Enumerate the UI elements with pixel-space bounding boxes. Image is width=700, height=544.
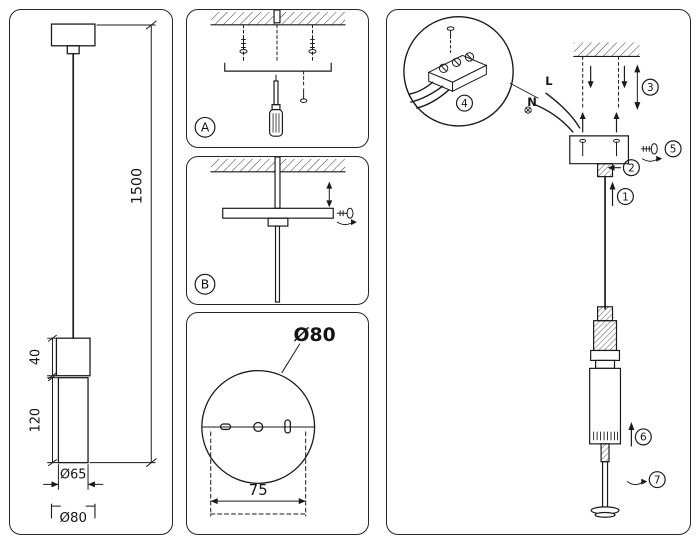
socket-ring (590, 349, 621, 362)
step-6-label: 6 (640, 432, 647, 444)
cable-grip (597, 163, 614, 178)
neck-ring (595, 359, 616, 369)
step-marker-1 (616, 187, 634, 206)
height-adjust-arrow (634, 64, 641, 111)
step-marker-5 (664, 140, 682, 158)
step-marker-7 (648, 471, 666, 489)
dimension-120 (47, 374, 59, 467)
supply-wires (535, 92, 581, 133)
step-a-badge (194, 116, 216, 138)
bulb-rotate-arrow (626, 478, 648, 486)
step-7-label: 7 (654, 474, 661, 486)
step-b-drawing: B (194, 157, 357, 303)
canopy-hub (267, 217, 289, 227)
dimension-d65 (43, 464, 104, 490)
pendant-dimension-drawing: 1500 40 120 Ø65 Ø80 (29, 20, 157, 526)
locking-screw-icon (640, 143, 663, 162)
cable-lock-arrow (607, 164, 622, 171)
step-a-label: A (201, 121, 210, 135)
step-b-badge (194, 273, 216, 295)
panel-step-b: B (186, 156, 369, 305)
wire-label-n: N (527, 95, 537, 109)
threaded-rod (274, 157, 281, 209)
leader-line (281, 343, 301, 374)
terminal-block-drawing (427, 26, 488, 92)
threaded-rod (273, 10, 281, 24)
assembly-sequence-drawing: N L 4 3 5 2 1 6 7 (403, 15, 682, 518)
shade-direction-arrow (628, 422, 635, 447)
mounting-screw-icon (308, 35, 317, 54)
step-marker-6 (634, 428, 652, 446)
socket-housing (593, 320, 618, 352)
slot-hole (284, 419, 292, 434)
mounting-screw-icon (239, 35, 248, 54)
dimension-40 (47, 334, 57, 380)
screwdriver-icon (269, 74, 284, 137)
dimension-d80 (50, 503, 96, 519)
top-section-height-label: 40 (29, 349, 44, 365)
wire-drawing (408, 81, 450, 109)
projection-lines (582, 55, 619, 111)
canopy-drawing (50, 23, 96, 47)
slot-hole (219, 423, 232, 431)
leader-line (509, 82, 539, 99)
hole-spacing-label: 75 (249, 482, 268, 499)
panel-canopy-top-view: Ø80 75 (186, 312, 369, 535)
wire-label-l: L (545, 74, 552, 88)
ground-screw-icon (524, 106, 532, 114)
panel-step-a: A (186, 9, 369, 148)
cable-length-label: 1500 (129, 168, 145, 204)
ceiling-hatch (573, 42, 640, 57)
center-hole (253, 421, 264, 433)
lamp-shade (589, 367, 622, 445)
step-a-drawing: A (194, 10, 346, 138)
cable-feed-arrow (609, 181, 616, 207)
body-diameter-label: Ø65 (60, 467, 86, 482)
threaded-stem (600, 443, 610, 463)
dimension-1500 (89, 20, 157, 468)
step-b-label: B (201, 278, 209, 292)
canopy-top-view-drawing: Ø80 75 (201, 325, 336, 517)
vent-slots (593, 431, 618, 441)
canopy-diameter-label: Ø80 (59, 511, 86, 526)
top-view-diameter-label: Ø80 (294, 325, 336, 346)
canopy-drawing (569, 135, 630, 165)
pendant-lamp-drawing (50, 23, 96, 464)
detail-bubble (403, 15, 539, 127)
step-4-label: 4 (461, 98, 468, 110)
projection-lines (243, 24, 313, 87)
locking-screw-icon (336, 207, 357, 226)
cable-connector (597, 306, 614, 322)
step-marker-2 (622, 159, 640, 177)
step-3-label: 3 (647, 82, 654, 94)
mounting-bracket (224, 62, 332, 72)
small-screw-icon (299, 88, 308, 103)
body-height-label: 120 (29, 408, 44, 433)
step-5-label: 5 (670, 144, 677, 156)
bulb-drawing (590, 461, 620, 518)
step-marker-4 (455, 94, 474, 112)
step-2-label: 2 (628, 162, 635, 174)
panel-overall-dimensions: 1500 40 120 Ø65 Ø80 (9, 9, 173, 535)
panel-assembly-sequence: N L 4 3 5 2 1 6 7 (386, 9, 691, 535)
lamp-body-section (57, 377, 89, 464)
screw-direction-arrows (587, 65, 628, 89)
step-marker-3 (641, 78, 659, 96)
canopy-stem (66, 45, 80, 55)
dimension-75 (210, 498, 307, 505)
canopy-plate (222, 207, 334, 219)
lamp-assembly-drawing (589, 306, 622, 518)
vertical-adjust-arrow (326, 181, 333, 208)
projection-lines (210, 431, 307, 517)
lamp-top-section (55, 337, 91, 377)
step-1-label: 1 (622, 191, 629, 203)
mounting-arrows (579, 112, 620, 133)
suspension-rod (274, 225, 281, 303)
